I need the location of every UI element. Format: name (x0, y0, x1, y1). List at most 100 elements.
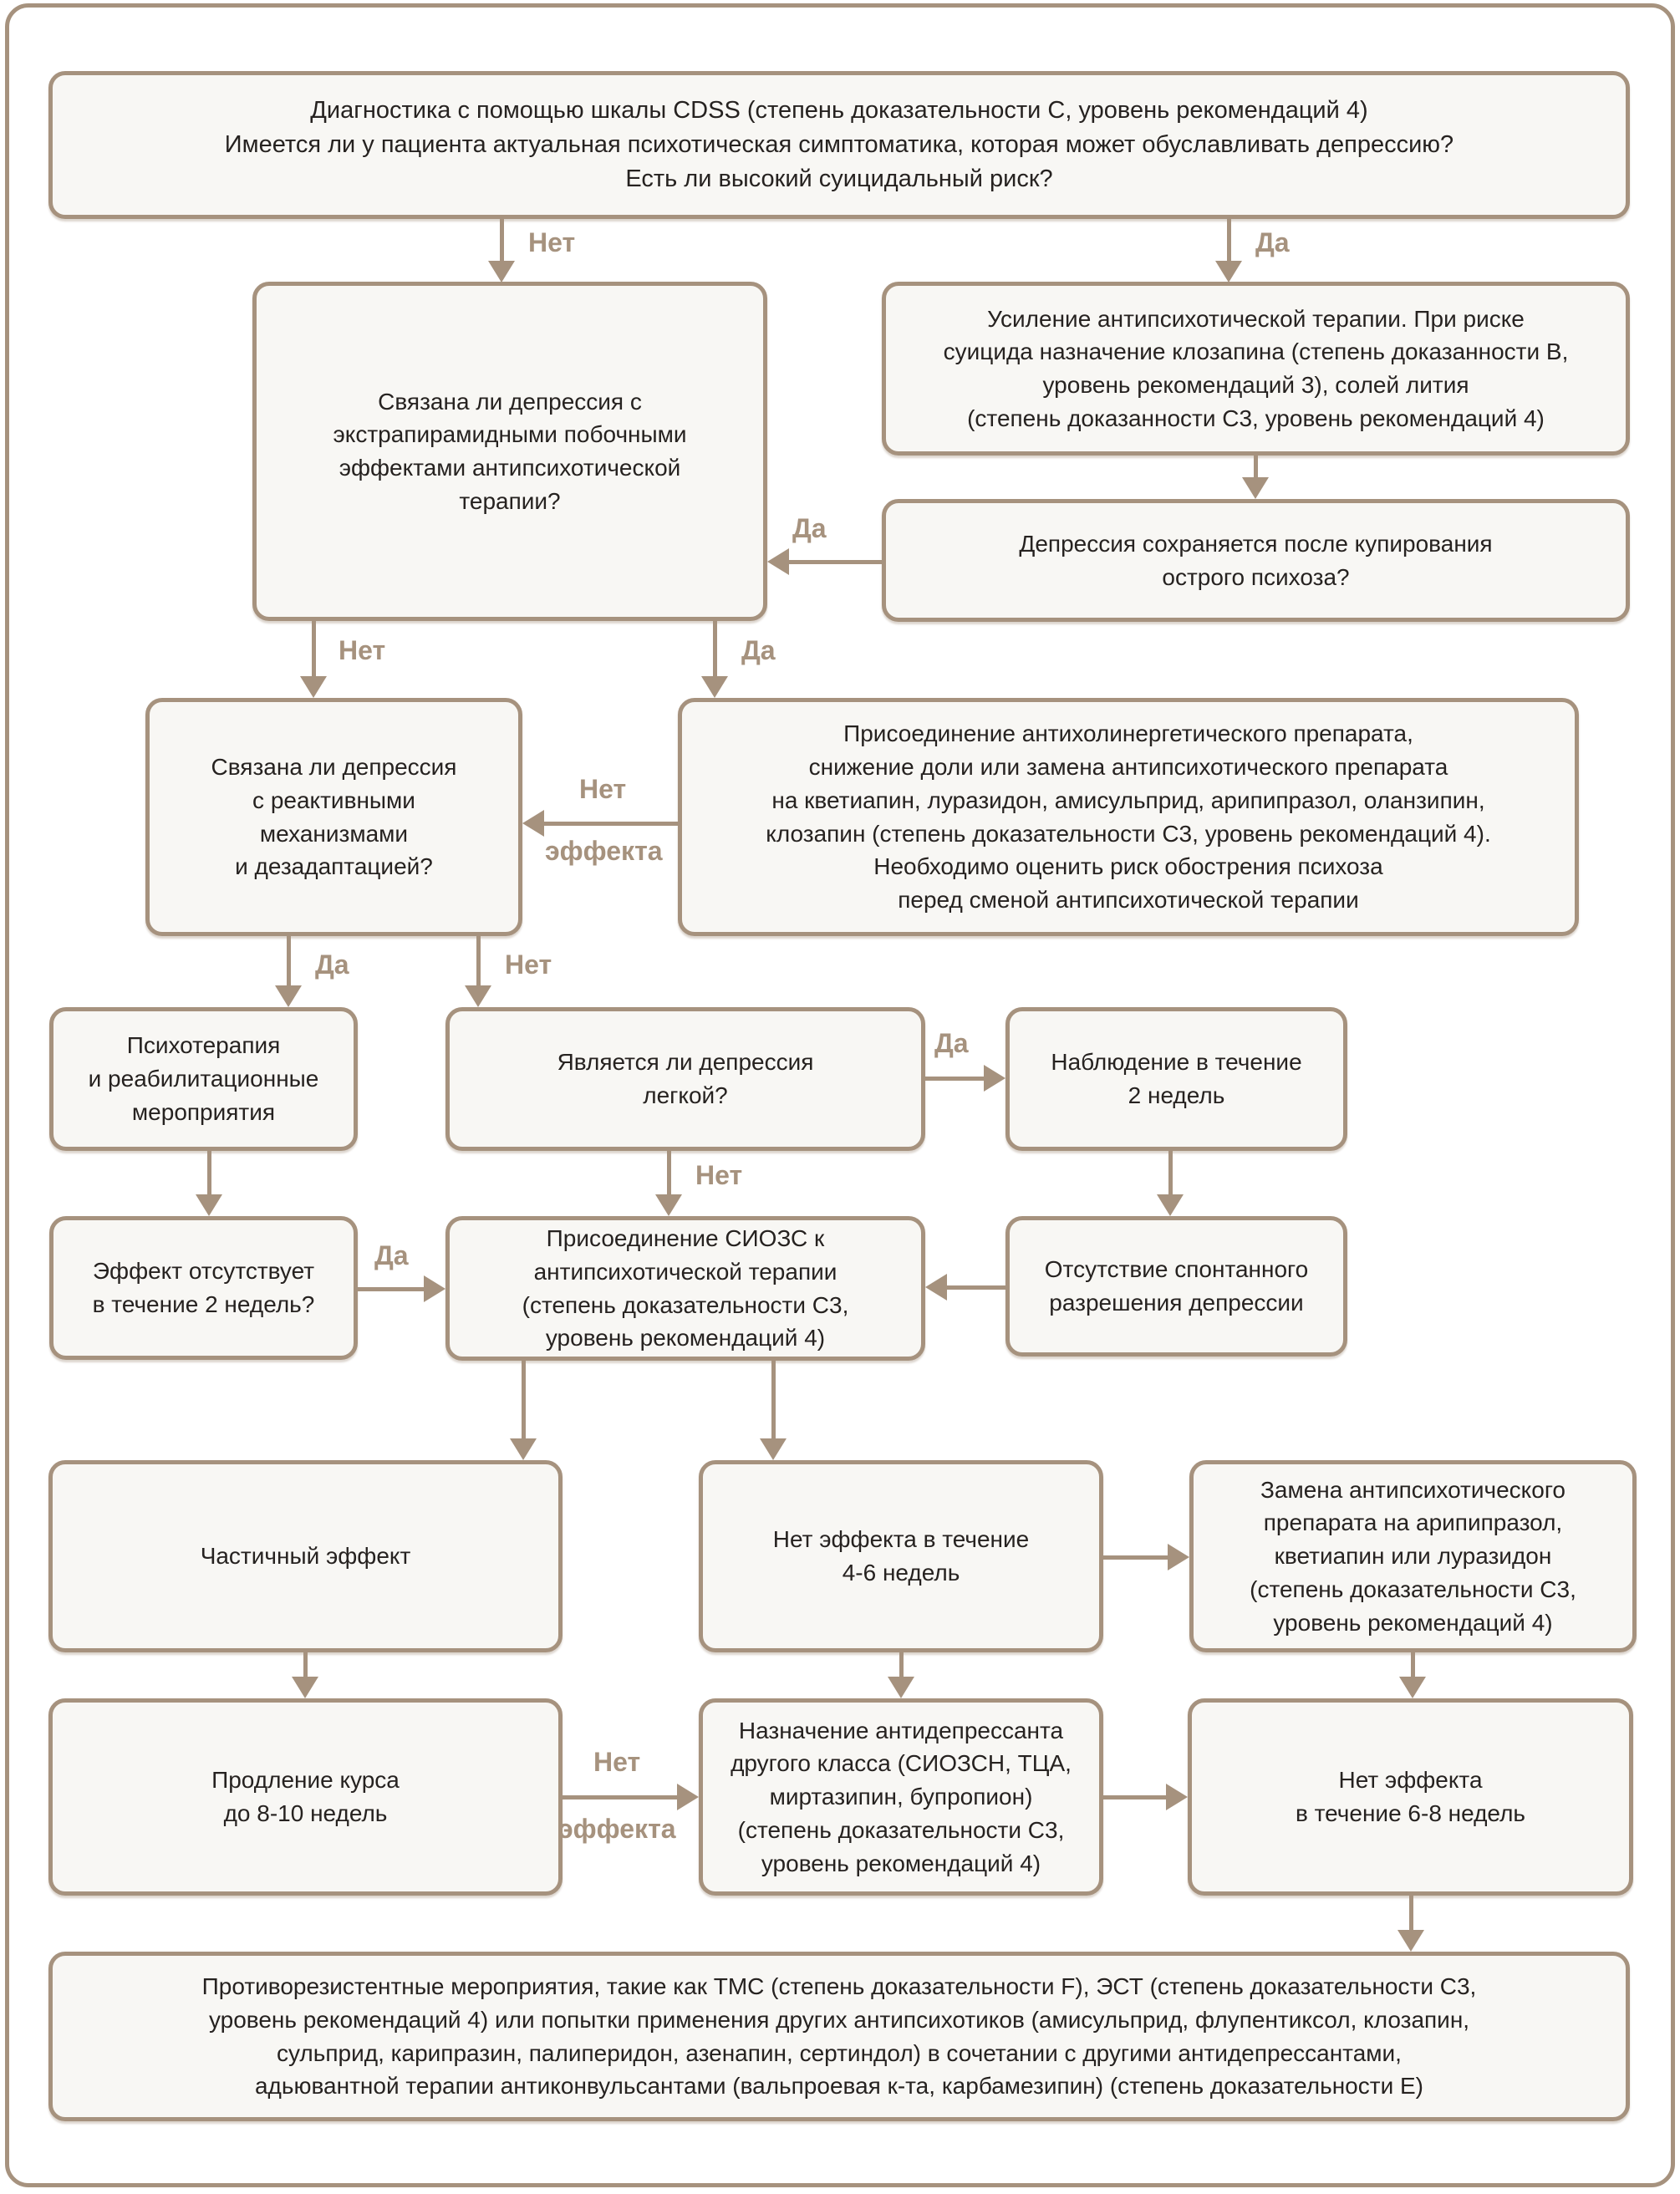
arrow-reactive-to-mild-head (465, 985, 491, 1007)
arrow-mild-to-ssri-line (667, 1151, 671, 1196)
edge-label-noeffect-top: Нет (579, 774, 627, 804)
node-partial-effect: Частичный эффект (48, 1460, 563, 1652)
arrow-persists-to-epse-line (789, 560, 882, 564)
arrow-observation-to-nospontaneous-head (1157, 1194, 1184, 1216)
arrow-epse-to-reactive-line (312, 621, 316, 678)
arrow-switchap-to-noeffect68-line (1411, 1652, 1415, 1678)
node-reactive-question-text: Связана ли депрессия с реактивными механ… (211, 754, 457, 880)
arrow-persists-to-epse-head (767, 548, 789, 575)
node-ssri-augmentation: Присоединение СИОЗС к антипсихотической … (445, 1216, 925, 1361)
edge-label-persists-yes: Да (792, 513, 827, 543)
node-extend-course: Продление курса до 8-10 недель (48, 1698, 563, 1896)
edge-label-noeffect2w-yes: Да (374, 1240, 409, 1270)
arrow-ssri-to-noeffect46-head (760, 1438, 787, 1460)
arrow-noeffect68-to-resistant-line (1409, 1896, 1413, 1932)
arrow-epse-to-reactive-head (300, 676, 327, 698)
arrow-ssri-to-noeffect46-line (771, 1361, 776, 1440)
node-switch-antipsychotic: Замена антипсихотического препарата на а… (1189, 1460, 1637, 1652)
node-mild-question: Является ли депрессия легкой? (445, 1007, 925, 1151)
arrow-noeffect2w-to-ssri-head (424, 1275, 445, 1302)
node-cdss-diagnostics-text: Диагностика с помощью шкалы CDSS (степен… (224, 96, 1454, 193)
node-depression-persists-text: Депрессия сохраняется после купирования … (1019, 530, 1493, 590)
node-depression-persists: Депрессия сохраняется после купирования … (882, 499, 1630, 622)
edge-label-reactive-no: Нет (505, 949, 552, 980)
node-psychotherapy: Психотерапия и реабилитационные мероприя… (49, 1007, 358, 1151)
arrow-psychotherapy-to-noeffect2w-line (207, 1151, 211, 1196)
edge-label-mild-no: Нет (695, 1160, 743, 1190)
node-other-class-antidepressant-text: Назначение антидепрессанта другого класс… (731, 1717, 1072, 1876)
arrow-anticholinergic-to-reactive-line (544, 822, 678, 826)
arrow-mild-to-observation-line (925, 1077, 984, 1081)
node-ssri-augmentation-text: Присоединение СИОЗС к антипсихотической … (522, 1225, 849, 1352)
arrow-boost-to-persists-line (1254, 456, 1258, 479)
edge-label-mild-yes: Да (934, 1028, 969, 1058)
arrow-extend-to-otherclass-line (563, 1795, 677, 1799)
edge-label-reactive-yes: Да (315, 949, 349, 980)
arrow-noeffect46-to-switchap-line (1103, 1555, 1168, 1560)
node-other-class-antidepressant: Назначение антидепрессанта другого класс… (699, 1698, 1103, 1896)
arrow-ssri-to-partial-head (510, 1438, 537, 1460)
node-no-effect-6-8w: Нет эффекта в течение 6-8 недель (1188, 1698, 1633, 1896)
edge-label-epse-yes: Да (741, 635, 776, 665)
edge-label-epse-no: Нет (339, 635, 386, 665)
edge-label-extend-effect: эффекта (558, 1814, 676, 1844)
arrow-psychotherapy-to-noeffect2w-head (196, 1194, 222, 1216)
arrow-boost-to-persists-head (1242, 477, 1269, 499)
arrow-noeffect68-to-resistant-head (1397, 1930, 1424, 1952)
node-no-spontaneous: Отсутствие спонтанного разрешения депрес… (1005, 1216, 1347, 1357)
node-boost-antipsychotic: Усиление антипсихотической терапии. При … (882, 282, 1630, 456)
arrow-partial-to-extend-head (292, 1677, 318, 1698)
node-boost-antipsychotic-text: Усиление антипсихотической терапии. При … (943, 305, 1569, 431)
node-no-effect-2w-text: Эффект отсутствует в течение 2 недель? (92, 1258, 315, 1317)
arrow-cdss-to-epse-head (488, 261, 515, 283)
arrow-otherclass-to-noeffect68-line (1103, 1795, 1166, 1799)
edge-label-noeffect-bottom: эффекта (545, 836, 663, 866)
node-observation-text: Наблюдение в течение 2 недель (1051, 1049, 1302, 1108)
arrow-extend-to-otherclass-head (677, 1784, 699, 1810)
node-switch-antipsychotic-text: Замена антипсихотического препарата на а… (1250, 1476, 1576, 1636)
arrow-otherclass-to-noeffect68-head (1166, 1784, 1188, 1810)
node-anticholinergic-text: Присоединение антихолинергетического пре… (766, 720, 1491, 913)
node-observation: Наблюдение в течение 2 недель (1005, 1007, 1347, 1151)
arrow-noeffect46-to-otherclass-head (888, 1677, 914, 1698)
arrow-cdss-to-epse-line (500, 219, 504, 262)
arrow-nospontaneous-to-ssri-line (947, 1285, 1005, 1290)
arrow-cdss-to-boost-line (1227, 219, 1231, 262)
arrow-cdss-to-boost-head (1215, 261, 1242, 283)
node-no-effect-4-6w-text: Нет эффекта в течение 4-6 недель (772, 1526, 1030, 1586)
node-no-effect-4-6w: Нет эффекта в течение 4-6 недель (699, 1460, 1103, 1652)
edge-label-cdss-yes: Да (1255, 227, 1290, 257)
arrow-mild-to-ssri-head (655, 1194, 682, 1216)
arrow-noeffect2w-to-ssri-line (358, 1287, 424, 1291)
node-cdss-diagnostics: Диагностика с помощью шкалы CDSS (степен… (48, 71, 1630, 219)
arrow-ssri-to-partial-line (522, 1361, 526, 1440)
arrow-nospontaneous-to-ssri-head (925, 1274, 947, 1301)
node-psychotherapy-text: Психотерапия и реабилитационные мероприя… (88, 1032, 319, 1125)
node-epse-question-text: Связана ли депрессия с экстрапирамидными… (333, 388, 687, 514)
node-treatment-resistant-text: Противорезистентные мероприятия, такие к… (201, 1973, 1477, 2100)
arrow-epse-to-anticholinergic-line (713, 621, 717, 678)
arrow-observation-to-nospontaneous-line (1168, 1151, 1173, 1196)
node-no-effect-2w: Эффект отсутствует в течение 2 недель? (49, 1216, 358, 1360)
arrow-anticholinergic-to-reactive-head (522, 810, 544, 837)
arrow-mild-to-observation-head (984, 1065, 1005, 1092)
arrow-reactive-to-psychotherapy-line (287, 936, 291, 987)
edge-label-extend-no: Нет (593, 1747, 641, 1777)
node-epse-question: Связана ли депрессия с экстрапирамидными… (252, 282, 767, 621)
node-reactive-question: Связана ли депрессия с реактивными механ… (145, 698, 522, 936)
arrow-noeffect46-to-switchap-head (1168, 1544, 1189, 1570)
node-no-spontaneous-text: Отсутствие спонтанного разрешения депрес… (1044, 1256, 1309, 1316)
arrow-epse-to-anticholinergic-head (701, 676, 728, 698)
arrow-noeffect46-to-otherclass-line (899, 1652, 904, 1678)
node-mild-question-text: Является ли депрессия легкой? (557, 1049, 814, 1108)
edge-label-cdss-no: Нет (528, 227, 576, 257)
node-treatment-resistant: Противорезистентные мероприятия, такие к… (48, 1952, 1630, 2121)
arrow-reactive-to-mild-line (476, 936, 481, 987)
arrow-switchap-to-noeffect68-head (1399, 1677, 1426, 1698)
node-partial-effect-text: Частичный эффект (200, 1543, 411, 1570)
node-no-effect-6-8w-text: Нет эффекта в течение 6-8 недель (1296, 1767, 1525, 1826)
node-anticholinergic: Присоединение антихолинергетического пре… (678, 698, 1579, 936)
node-extend-course-text: Продление курса до 8-10 недель (211, 1767, 400, 1826)
arrow-partial-to-extend-line (303, 1652, 308, 1678)
